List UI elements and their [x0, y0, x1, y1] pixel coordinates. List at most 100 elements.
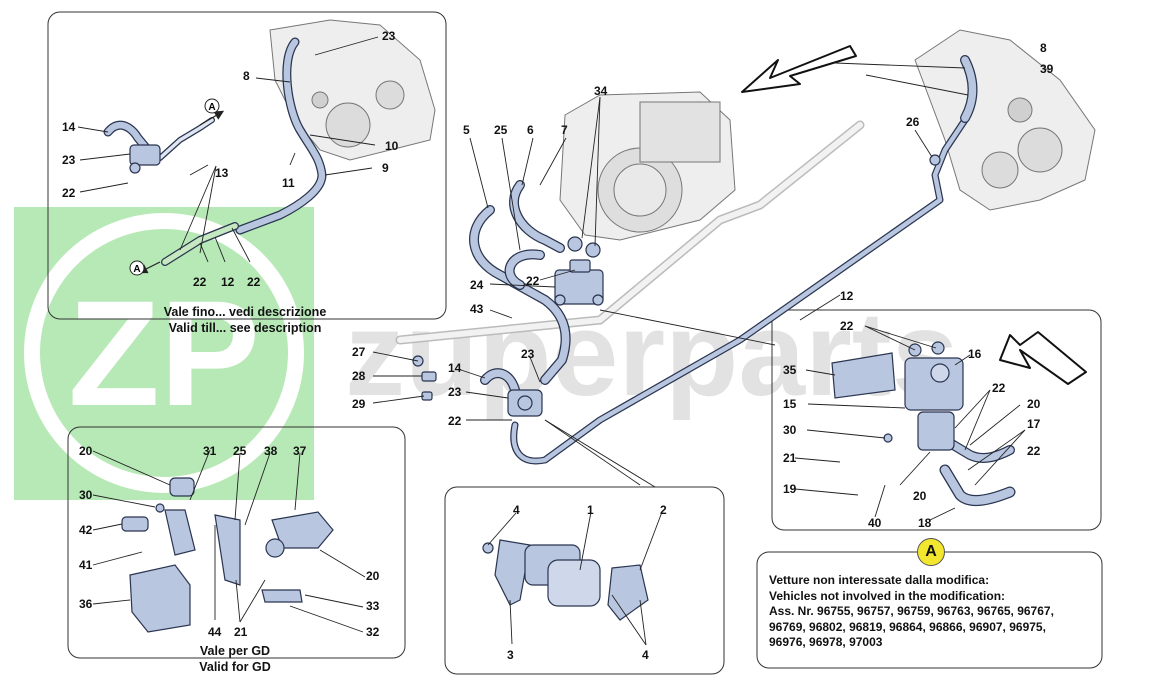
a-marker-top: A [199, 98, 225, 126]
callout: 28 [352, 369, 366, 383]
callout: 32 [366, 625, 380, 639]
note-valid-gd-it: Vale per GD [199, 644, 271, 658]
callout: 29 [352, 397, 366, 411]
callout: 20 [79, 444, 93, 458]
callout: 1 [587, 503, 594, 517]
callout: 12 [840, 289, 854, 303]
callout: 7 [561, 123, 568, 137]
callout: 14 [62, 120, 76, 134]
callout: 25 [494, 123, 508, 137]
engine-block-top-left [269, 19, 436, 161]
valve-24 [554, 259, 604, 306]
callout: 22 [840, 319, 854, 333]
note-a-heading-it: Vetture non interessate dalla modifica: [769, 573, 990, 587]
callout: 25 [233, 444, 247, 458]
callout: 15 [783, 397, 797, 411]
callout: 22 [526, 274, 540, 288]
a-marker-note: A [917, 538, 945, 566]
callout: 27 [352, 345, 366, 359]
callout: 19 [783, 482, 797, 496]
callout: 14 [448, 361, 462, 375]
watermark: ZP zuperparts [14, 207, 958, 500]
hose-group [103, 37, 1016, 507]
callout: 39 [1040, 62, 1054, 76]
callout: 35 [783, 363, 797, 377]
callout: 2 [660, 503, 667, 517]
note-valid-till-en: Valid till... see description [168, 321, 322, 335]
hvac-unit [559, 91, 736, 241]
callout: 5 [463, 123, 470, 137]
callout: 24 [470, 278, 484, 292]
callout: 36 [79, 597, 93, 611]
note-valid-till-it: Vale fino... vedi descrizione [163, 305, 327, 319]
callout: 43 [470, 302, 484, 316]
callout: 18 [918, 516, 932, 530]
callout: 20 [1027, 397, 1041, 411]
valve-top-left [129, 144, 161, 174]
callout: 33 [366, 599, 380, 613]
engine-block-right [914, 29, 1096, 211]
callout: 20 [913, 489, 927, 503]
panel-right [771, 309, 1102, 531]
direction-arrow-top [741, 45, 857, 93]
callout: 40 [868, 516, 882, 530]
callout: 4 [642, 648, 649, 662]
callout: 9 [382, 161, 389, 175]
callout: 41 [79, 558, 93, 572]
note-a-line-3: 96976, 96978, 97003 [769, 635, 883, 649]
leader-lines [77, 36, 1026, 646]
callout: 38 [264, 444, 278, 458]
callout: 34 [594, 84, 608, 98]
a-marker-top-label: A [208, 102, 215, 113]
callout: 21 [234, 625, 248, 639]
callout: 31 [203, 444, 217, 458]
panel-bottom-center [444, 486, 725, 675]
callouts-center: 34 5 25 6 7 24 22 43 27 28 29 14 23 23 2… [352, 84, 854, 428]
callout: 16 [968, 347, 982, 361]
callout: 20 [366, 569, 380, 583]
callout: 23 [521, 347, 535, 361]
callout: 11 [282, 176, 295, 190]
callout: 3 [507, 648, 514, 662]
callout: 6 [527, 123, 534, 137]
callout: 17 [1027, 417, 1041, 431]
callout: 22 [448, 414, 462, 428]
a-marker-bottom-label: A [133, 264, 140, 275]
callout: 42 [79, 523, 93, 537]
callouts-top-left: 23 8 14 23 22 13 10 11 9 22 12 22 [62, 29, 399, 289]
callout: 23 [62, 153, 76, 167]
callout: 22 [193, 275, 207, 289]
callouts-right-engine: 8 39 26 [906, 41, 1054, 129]
note-a-line-1: Ass. Nr. 96755, 96757, 96759, 96763, 967… [769, 604, 1054, 618]
watermark-logo-ring [24, 213, 304, 493]
callout: 22 [992, 381, 1006, 395]
watermark-logo-text: ZP [68, 269, 260, 437]
long-pipe-inner [397, 122, 863, 343]
pump-center [507, 389, 543, 417]
callout: 44 [208, 625, 222, 639]
a-marker-bottom: A [129, 260, 161, 276]
note-a-vehicles: Vetture non interessate dalla modifica: … [769, 573, 1099, 651]
callout: 22 [62, 186, 76, 200]
callout: 22 [1027, 444, 1041, 458]
callout: 37 [293, 444, 307, 458]
note-valid-gd-en: Valid for GD [199, 660, 271, 674]
note-valid-gd: Vale per GD Valid for GD [160, 643, 310, 675]
callout: 22 [247, 275, 261, 289]
callouts-right-box: 22 16 35 15 22 30 20 17 21 22 19 20 40 1… [783, 319, 1041, 530]
note-valid-till: Vale fino... vedi descrizione Valid till… [140, 304, 350, 336]
watermark-brand-text: zuperparts [345, 287, 958, 421]
callout: 23 [448, 385, 462, 399]
callout: 30 [79, 488, 93, 502]
callouts-bottom-left: 20 31 25 38 37 30 42 41 36 44 21 33 32 2… [79, 444, 380, 639]
bracket-parts-bottom-left [121, 477, 334, 633]
callout: 8 [243, 69, 250, 83]
callout: 26 [906, 115, 920, 129]
callout: 4 [513, 503, 520, 517]
note-a-heading-en: Vehicles not involved in the modificatio… [769, 588, 1006, 603]
panel-bottom-left [67, 426, 406, 659]
callout: 10 [385, 139, 399, 153]
panel-top-left [47, 11, 447, 320]
callout: 23 [382, 29, 396, 43]
